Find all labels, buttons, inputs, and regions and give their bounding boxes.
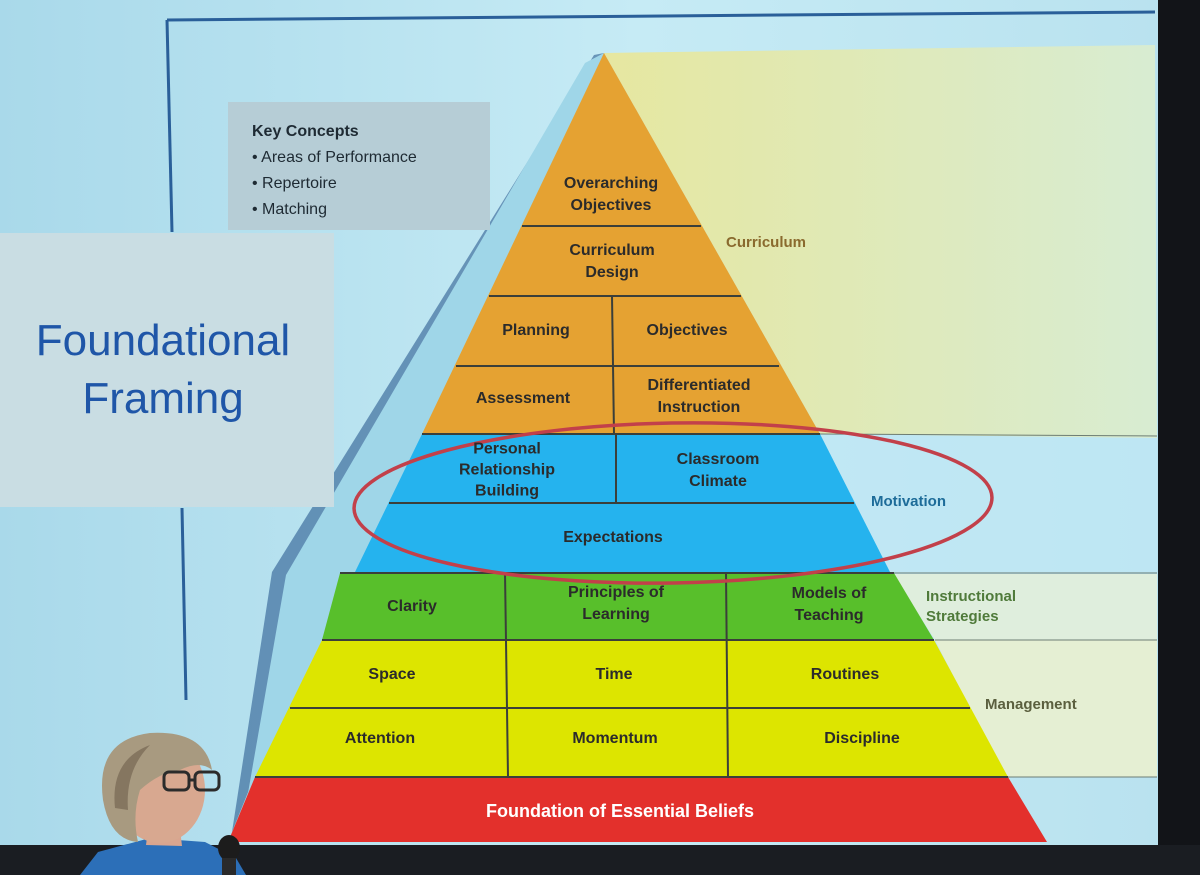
key-concepts-box: Key Concepts • Areas of Performance • Re…	[228, 102, 490, 230]
foundation-tier	[228, 777, 1047, 842]
cell-text: Differentiated	[647, 377, 751, 394]
cell-differentiated-instruction: Differentiated Instruction	[647, 375, 750, 419]
key-concept-item: • Repertoire	[252, 175, 337, 192]
page-title-line1: Foundational	[35, 316, 291, 365]
cell-classroom-climate: Classroom Climate	[677, 449, 760, 493]
cell-models-of-teaching: Models of Teaching	[792, 583, 867, 627]
side-label-motivation: Motivation	[871, 493, 946, 510]
highlight-ellipse	[352, 421, 994, 585]
cell-text: Climate	[689, 473, 747, 490]
cell-planning: Planning	[502, 322, 570, 339]
cell-text: Principles of	[567, 584, 665, 601]
strategies-tier	[322, 573, 934, 640]
curriculum-tier	[422, 53, 820, 434]
cell-attention: Attention	[344, 730, 416, 747]
side-label-text: Instructional	[926, 588, 1017, 605]
cell-overarching-objectives: Overarching Objectives	[564, 173, 658, 217]
side-label-text: Strategies	[926, 608, 999, 625]
cell-curriculum-design: Curriculum Design	[569, 240, 654, 284]
key-concept-item: • Areas of Performance	[252, 149, 417, 166]
cell-text: Classroom	[676, 451, 760, 468]
cell-time: Time	[595, 666, 633, 683]
cell-personal-relationship-building: Personal Relationship Building	[459, 439, 555, 502]
cell-text: Relationship	[458, 461, 556, 479]
cell-text: Models of	[791, 585, 867, 602]
cell-foundation-of-essential-beliefs: Foundation of Essential Beliefs	[485, 801, 755, 821]
side-label-curriculum: Curriculum	[726, 234, 807, 251]
cell-objectives: Objectives	[646, 322, 728, 339]
cell-text: Overarching	[563, 175, 659, 192]
side-label-management: Management	[985, 696, 1077, 713]
microphone-icon	[218, 835, 240, 875]
cell-routines: Routines	[810, 666, 880, 683]
key-concept-item: • Matching	[252, 201, 327, 218]
cell-text: Objectives	[570, 197, 652, 214]
cell-text: Curriculum	[569, 242, 655, 259]
cell-text: Design	[585, 264, 639, 281]
cell-expectations: Expectations	[563, 529, 663, 546]
cell-text: Building	[475, 482, 539, 500]
cell-text: Personal	[473, 440, 541, 458]
cell-momentum: Momentum	[572, 730, 658, 747]
speaker-person	[80, 732, 246, 875]
page-title-line2: Framing	[82, 374, 244, 423]
cell-text: Teaching	[794, 607, 864, 624]
cell-text: Instruction	[657, 399, 741, 416]
cell-space: Space	[368, 666, 416, 683]
cell-assessment: Assessment	[475, 390, 571, 407]
title-box: Foundational Framing	[0, 233, 334, 507]
cell-discipline: Discipline	[824, 730, 900, 747]
cell-principles-of-learning: Principles of Learning	[568, 582, 664, 626]
cell-text: Learning	[582, 606, 650, 623]
key-concepts-heading: Key Concepts	[252, 123, 359, 140]
side-label-instructional-strategies: Instructional Strategies	[926, 587, 1016, 627]
cell-clarity: Clarity	[387, 598, 437, 615]
